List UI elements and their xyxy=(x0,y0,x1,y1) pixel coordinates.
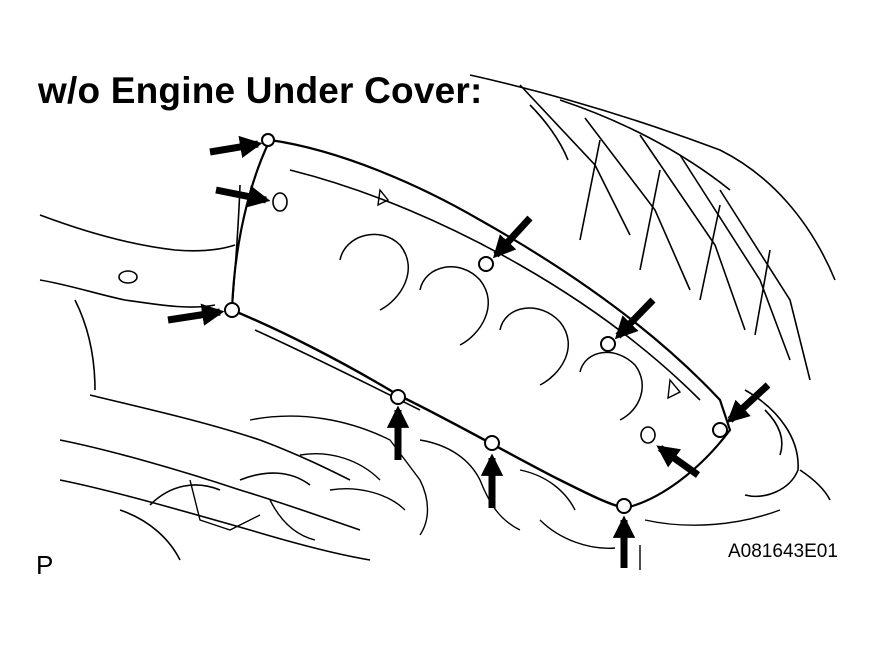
background-structure xyxy=(469,74,836,501)
lower-components xyxy=(189,415,781,570)
page-title: w/o Engine Under Cover: xyxy=(38,70,483,111)
view-marker: P xyxy=(36,550,54,580)
arrow-icon xyxy=(167,135,771,568)
bolt-icon xyxy=(224,133,728,514)
left-crossmember xyxy=(39,214,371,561)
figure-id: A081643E01 xyxy=(728,541,838,562)
